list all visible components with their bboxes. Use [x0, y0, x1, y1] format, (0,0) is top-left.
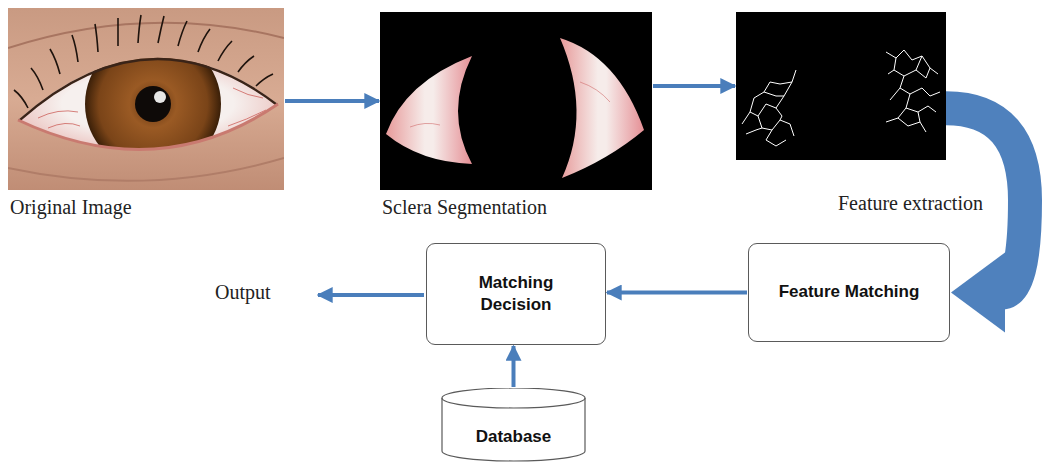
image-caption: Feature extraction — [836, 192, 985, 215]
image-panel: Original Image — [8, 8, 284, 190]
database-label: Database — [476, 426, 552, 448]
flow-arrow — [653, 86, 735, 87]
image-caption: Sclera Segmentation — [380, 196, 549, 219]
box-label: Feature Matching — [779, 281, 920, 303]
vein-map — [736, 12, 946, 160]
flow-arrow — [513, 346, 514, 387]
curved-arrow — [946, 108, 1025, 332]
image-panel: Feature extraction — [736, 12, 946, 160]
image-panel: Sclera Segmentation — [380, 12, 652, 190]
flow-arrow — [285, 101, 379, 102]
sclera-mask — [380, 12, 652, 190]
cylinder-outline — [441, 388, 586, 462]
flow-arrow — [607, 292, 747, 293]
box-label: Matching Decision — [461, 272, 571, 316]
output-label: Output — [215, 281, 271, 304]
database-cylinder: Database — [441, 388, 586, 462]
output-arrow — [318, 293, 424, 297]
process-box: Matching Decision — [426, 243, 606, 345]
image-caption: Original Image — [8, 196, 134, 219]
eye-photo — [8, 8, 284, 190]
process-box: Feature Matching — [748, 243, 950, 342]
